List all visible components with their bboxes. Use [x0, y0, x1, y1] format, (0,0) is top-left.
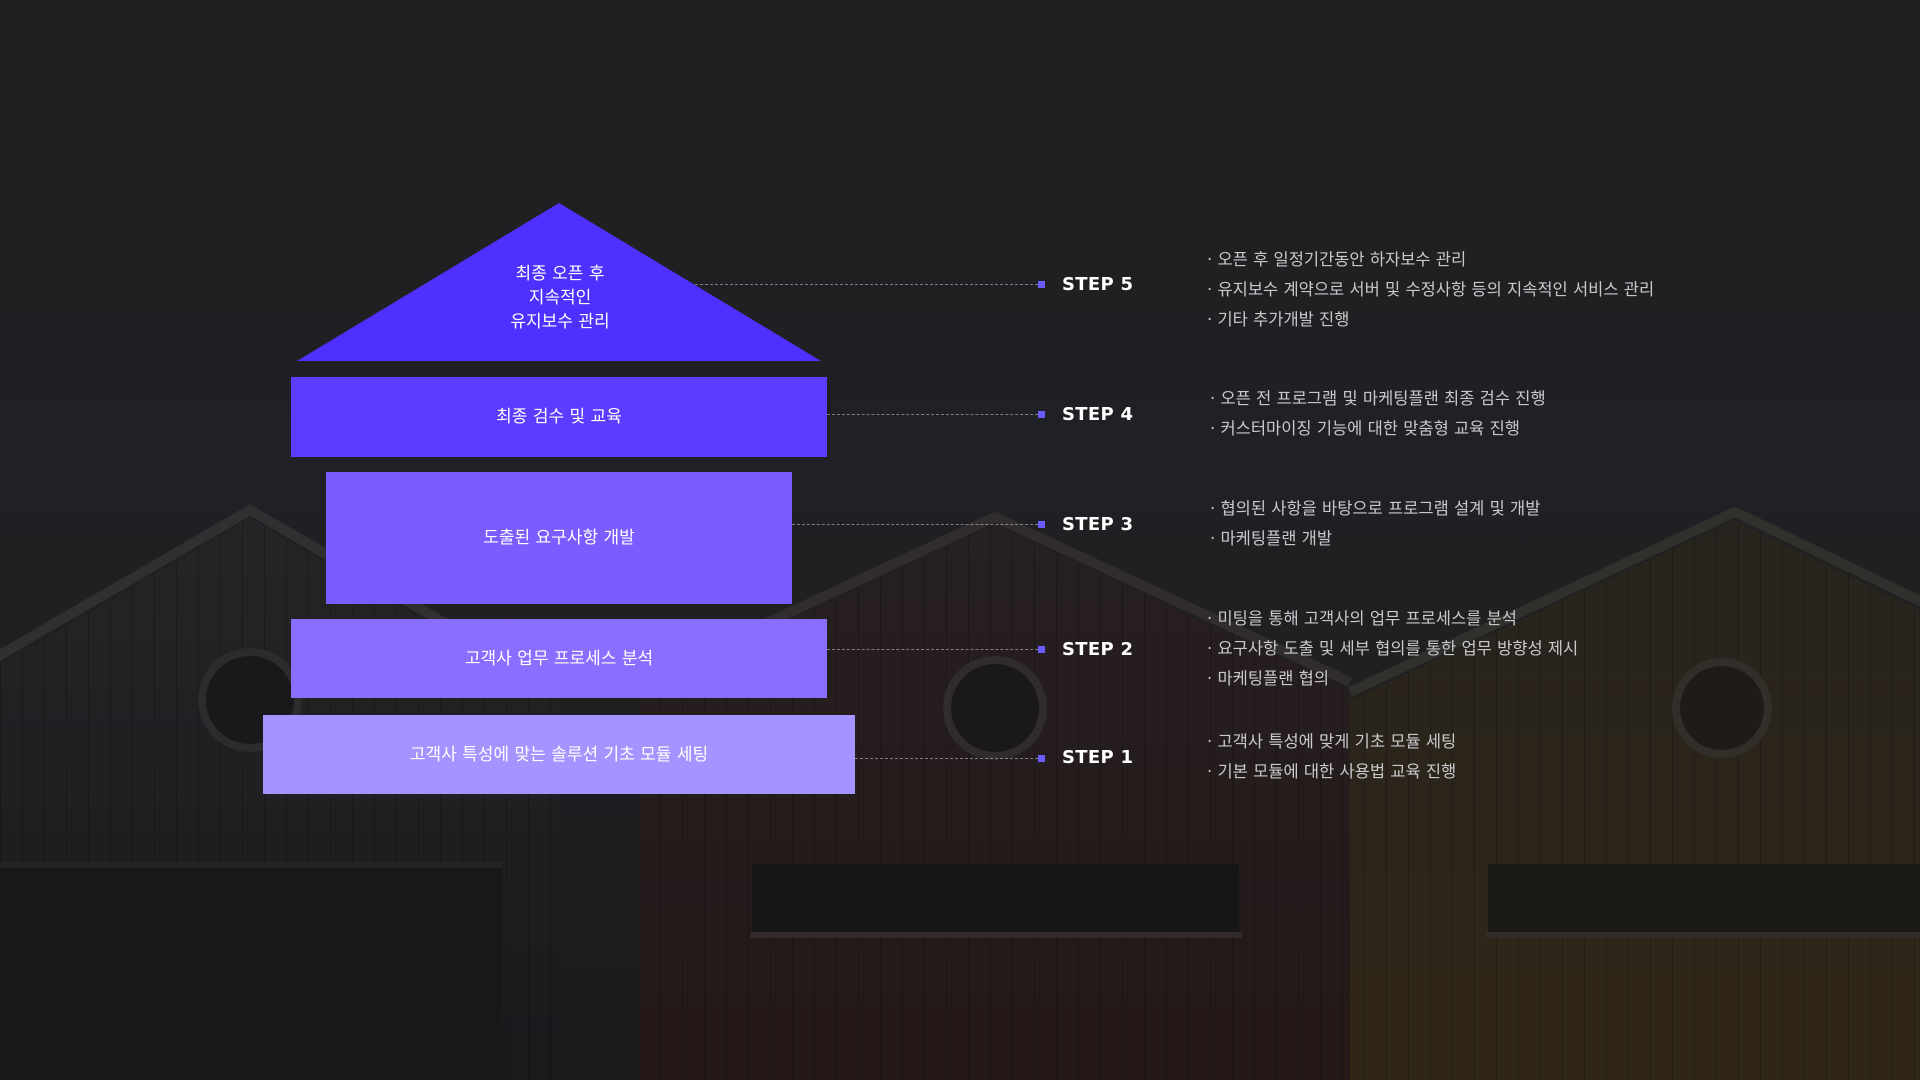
- step1-block-text: 고객사 특성에 맞는 솔루션 기초 모듈 세팅: [409, 744, 709, 765]
- step5-desc-item: · 오픈 후 일정기간동안 하자보수 관리: [1207, 250, 1467, 269]
- step2-desc-item: · 요구사항 도출 및 세부 협의를 통한 업무 방향성 제시: [1207, 639, 1579, 658]
- step5-text-line: 유지보수 관리: [510, 312, 610, 332]
- step5-desc-item: · 유지보수 계약으로 서버 및 수정사항 등의 지속적인 서비스 관리: [1207, 280, 1655, 299]
- step3-description: · 협의된 사항을 바탕으로 프로그램 설계 및 개발 · 마케팅플랜 개발: [1210, 494, 1540, 554]
- step2-label: STEP 2: [1062, 639, 1134, 660]
- step4-block-text: 최종 검수 및 교육: [496, 407, 622, 427]
- step2-desc-item: · 미팅을 통해 고객사의 업무 프로세스를 분석: [1207, 609, 1517, 628]
- step4-desc-item: · 오픈 전 프로그램 및 마케팅플랜 최종 검수 진행: [1210, 389, 1546, 408]
- step5-desc-item: · 기타 추가개발 진행: [1207, 310, 1350, 329]
- step3-block: 도출된 요구사항 개발: [326, 472, 792, 604]
- step3-block-text: 도출된 요구사항 개발: [483, 528, 635, 548]
- step2-block: 고객사 업무 프로세스 분석: [291, 619, 827, 698]
- step5-description: · 오픈 후 일정기간동안 하자보수 관리 · 유지보수 계약으로 서버 및 수…: [1207, 245, 1654, 335]
- step3-label: STEP 3: [1062, 514, 1134, 535]
- step2-block-text: 고객사 업무 프로세스 분석: [464, 648, 654, 669]
- step1-marker: [1038, 755, 1045, 762]
- step2-description: · 미팅을 통해 고객사의 업무 프로세스를 분석 · 요구사항 도출 및 세부…: [1207, 604, 1578, 694]
- step2-desc-item: · 마케팅플랜 협의: [1207, 669, 1329, 688]
- step1-label: STEP 1: [1062, 747, 1134, 768]
- step5-block-text: 최종 오픈 후 지속적인 유지보수 관리: [440, 262, 680, 334]
- step3-desc-item: · 마케팅플랜 개발: [1210, 529, 1332, 548]
- step3-connector: [792, 524, 1038, 525]
- step1-connector: [855, 758, 1038, 759]
- step5-label: STEP 5: [1062, 274, 1134, 295]
- step5-connector: [695, 284, 1038, 285]
- step5-text-line: 지속적인: [528, 288, 592, 308]
- step2-marker: [1038, 646, 1045, 653]
- step2-connector: [827, 649, 1038, 650]
- step4-label: STEP 4: [1062, 404, 1134, 425]
- step5-marker: [1038, 281, 1045, 288]
- step4-block: 최종 검수 및 교육: [291, 377, 827, 457]
- step1-desc-item: · 고객사 특성에 맞게 기초 모듈 세팅: [1207, 732, 1457, 751]
- step3-desc-item: · 협의된 사항을 바탕으로 프로그램 설계 및 개발: [1210, 499, 1541, 518]
- step1-desc-item: · 기본 모듈에 대한 사용법 교육 진행: [1207, 762, 1457, 781]
- step4-desc-item: · 커스터마이징 기능에 대한 맞춤형 교육 진행: [1210, 419, 1520, 438]
- step5-text-line: 최종 오픈 후: [515, 264, 605, 284]
- step1-description: · 고객사 특성에 맞게 기초 모듈 세팅 · 기본 모듈에 대한 사용법 교육…: [1207, 727, 1456, 787]
- step4-description: · 오픈 전 프로그램 및 마케팅플랜 최종 검수 진행 · 커스터마이징 기능…: [1210, 384, 1546, 444]
- step4-connector: [827, 414, 1038, 415]
- step1-block: 고객사 특성에 맞는 솔루션 기초 모듈 세팅: [263, 715, 855, 794]
- step3-marker: [1038, 521, 1045, 528]
- step4-marker: [1038, 411, 1045, 418]
